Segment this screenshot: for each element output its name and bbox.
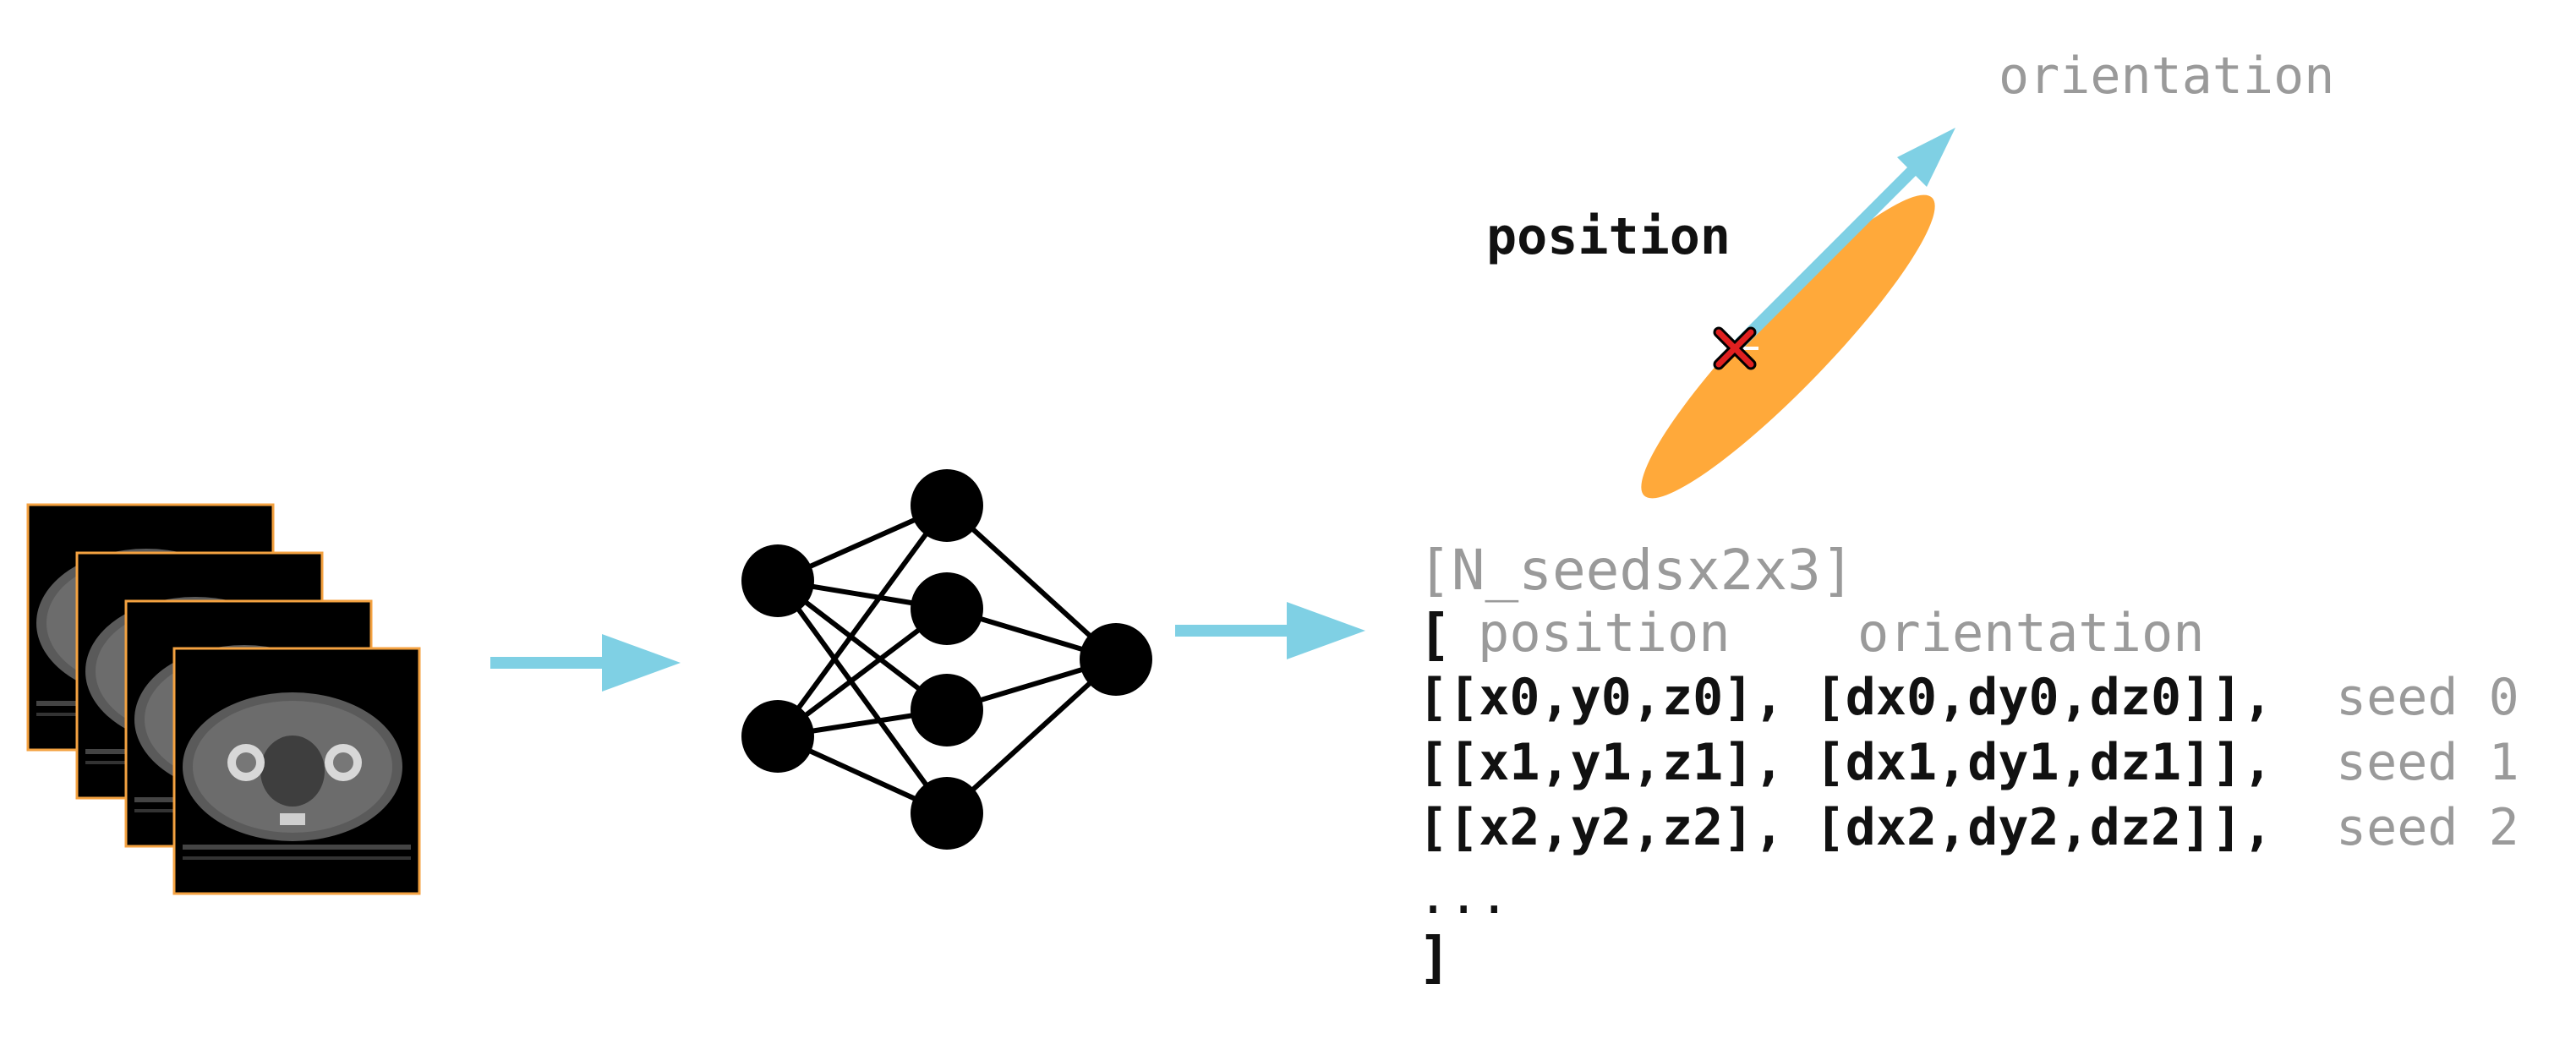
output-shape-label: [N_seedsx2x3] xyxy=(1418,538,1855,603)
position-label: position xyxy=(1486,207,1731,266)
seed-row-code: [[x2,y2,z2], [dx2,dy2,dz2]], xyxy=(1418,798,2273,857)
ct-image-stack xyxy=(26,503,421,895)
input-arrow xyxy=(490,634,681,692)
seed-row-label: seed 0 xyxy=(2336,668,2519,727)
ellipsis: ... xyxy=(1418,867,1510,926)
position-marker xyxy=(1713,326,1757,370)
open-bracket: [ xyxy=(1418,602,1452,667)
output-arrow xyxy=(1175,602,1365,659)
ct-slice-4 xyxy=(172,647,421,895)
neural-network-icon xyxy=(741,469,1152,850)
close-bracket: ] xyxy=(1418,925,1452,990)
seed-row-label: seed 1 xyxy=(2336,733,2519,792)
column-label-orientation: orientation xyxy=(1857,602,2205,664)
seed-row-code: [[x0,y0,z0], [dx0,dy0,dz0]], xyxy=(1418,668,2273,727)
seed-row-code: [[x1,y1,z1], [dx1,dy1,dz1]], xyxy=(1418,733,2273,792)
seed-ellipse xyxy=(1641,194,1935,499)
seed-row-label: seed 2 xyxy=(2336,798,2519,857)
column-label-position: position xyxy=(1478,602,1731,664)
orientation-label: orientation xyxy=(1999,46,2335,106)
